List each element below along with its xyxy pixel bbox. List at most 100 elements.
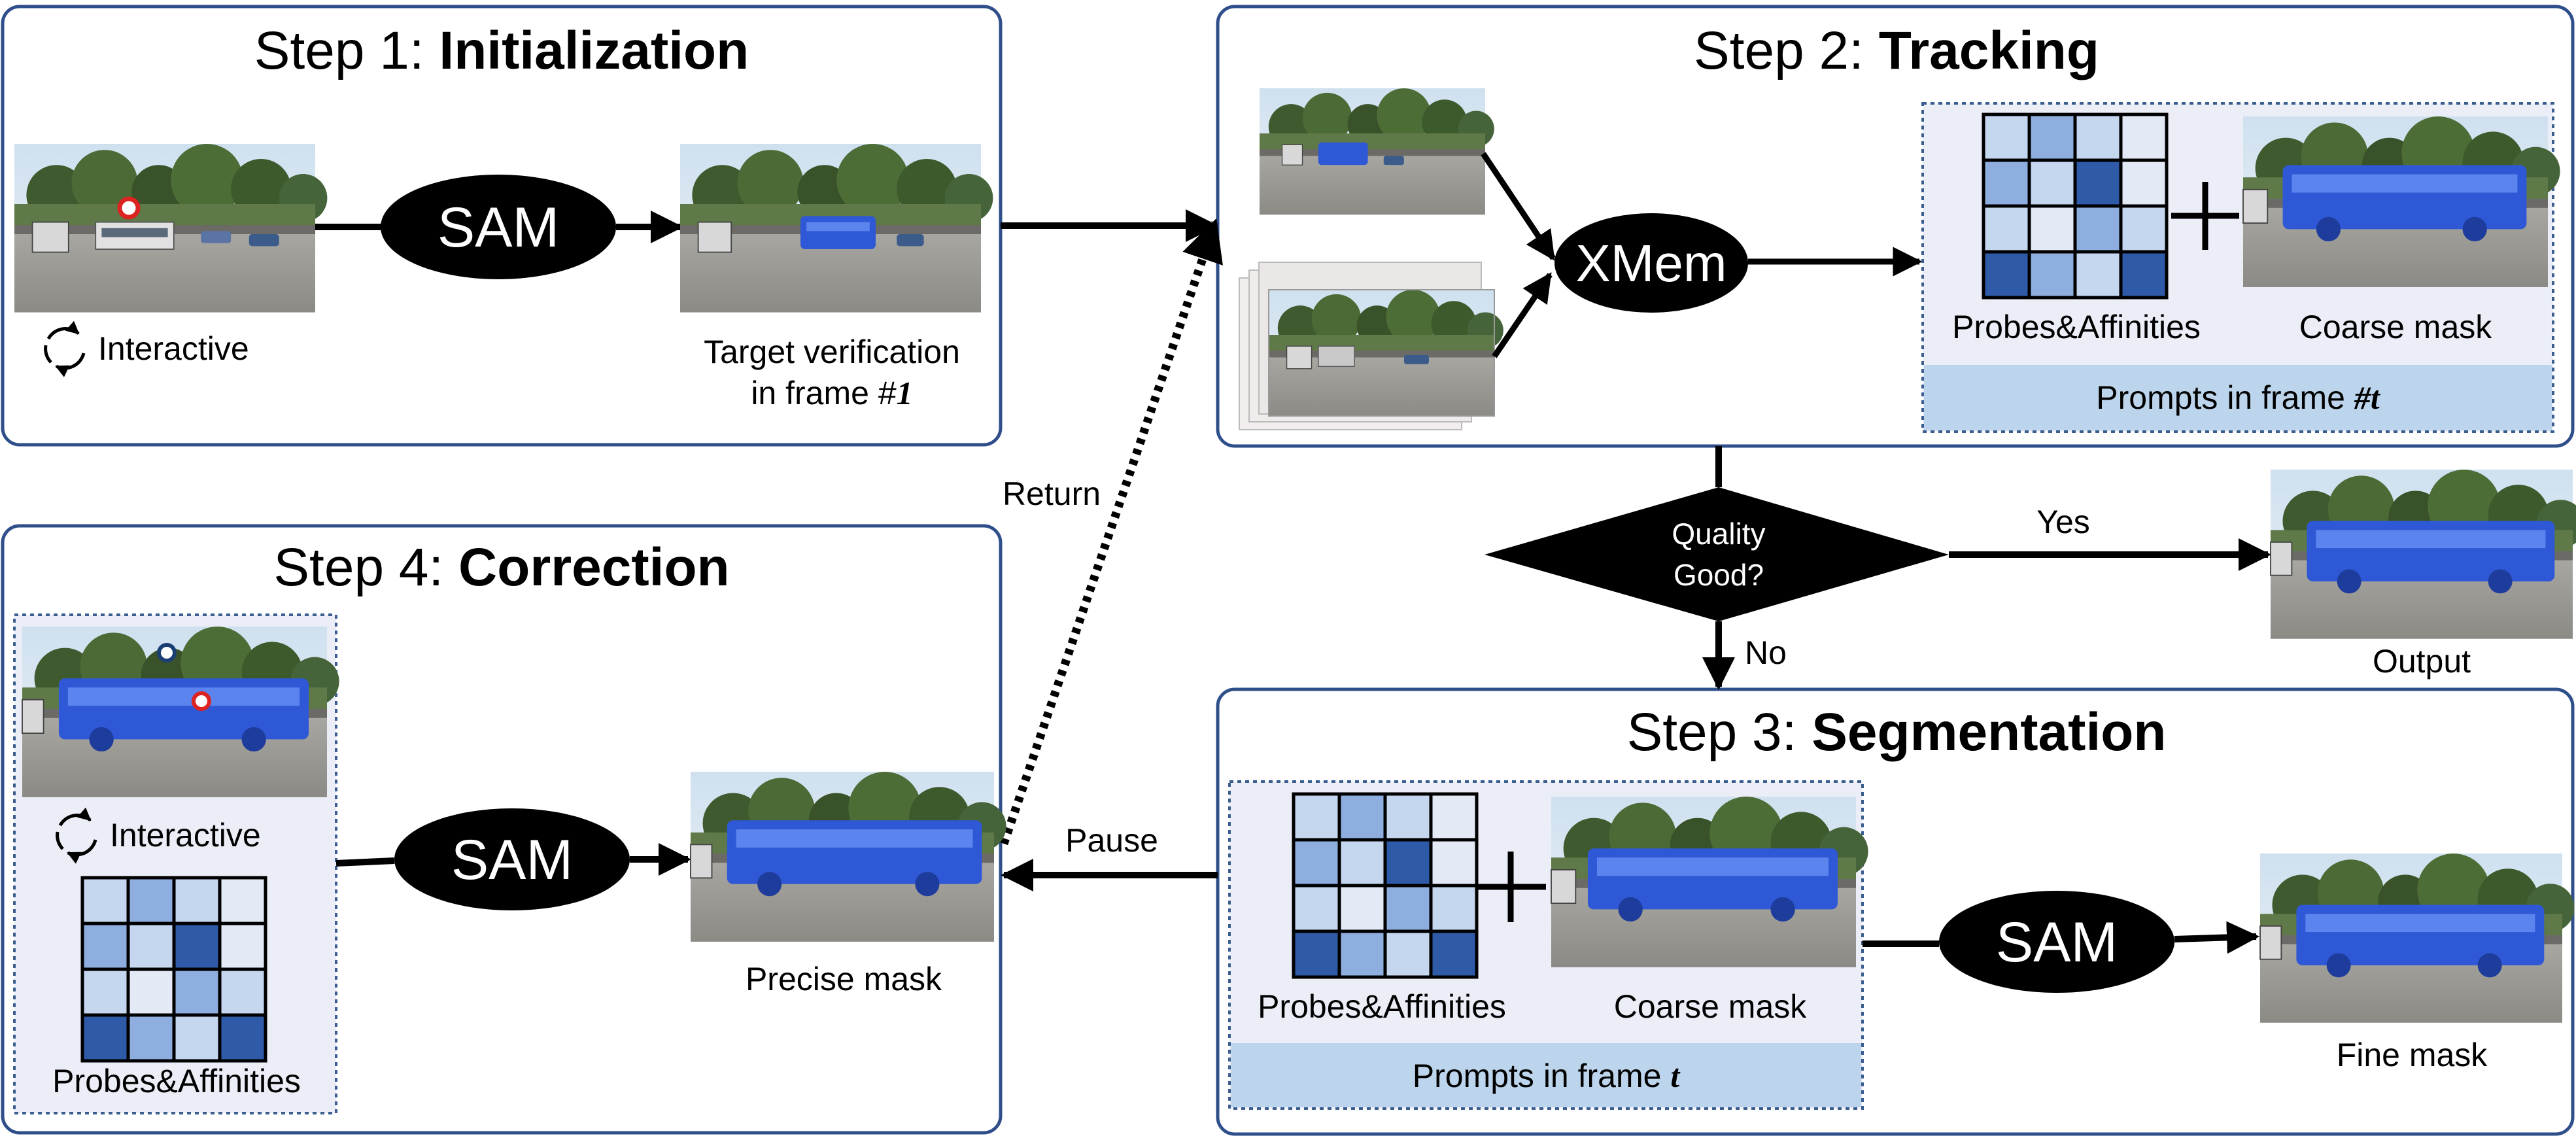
return-label: Return xyxy=(1003,475,1101,512)
affinity-grid-step2 xyxy=(1982,112,2169,300)
interactive-label: Interactive xyxy=(98,330,249,367)
plus-icon-step3 xyxy=(1475,852,1546,922)
quality-decision-node xyxy=(1485,487,1949,621)
probes-label-step2: Probes&Affinities xyxy=(1952,309,2201,345)
sam-label-step4: SAM xyxy=(451,829,573,891)
affinity-cell xyxy=(218,1013,267,1063)
affinity-cell xyxy=(2119,112,2169,162)
arrow-prompts-to-sam-step4 xyxy=(335,857,395,867)
step1-input-frame xyxy=(14,144,328,313)
step1-title: Step 1: Initialization xyxy=(254,21,749,80)
arrow-stack-to-xmem xyxy=(1492,272,1553,358)
affinity-cell xyxy=(126,876,176,925)
coarse-mask-label-step2: Coarse mask xyxy=(2299,309,2493,345)
affinity-cell xyxy=(1383,884,1433,933)
sam-node-step3 xyxy=(1939,891,2174,993)
affinity-cell xyxy=(218,876,267,925)
interactive-label-step4: Interactive xyxy=(110,817,261,854)
affinity-cell xyxy=(1292,884,1341,933)
step4-title: Step 4: Correction xyxy=(273,538,729,597)
sam-label-step3: SAM xyxy=(1996,911,2118,974)
affinity-grid-step3 xyxy=(1292,792,1479,979)
affinity-cell xyxy=(1292,838,1341,888)
arrow-sam-to-fine-mask xyxy=(2174,921,2259,954)
plus-icon-step2 xyxy=(2171,182,2239,250)
coarse-mask-label-step3: Coarse mask xyxy=(1614,988,1808,1025)
affinity-cell xyxy=(2073,158,2123,208)
affinity-cell xyxy=(1429,884,1479,933)
affinity-cell xyxy=(1292,929,1341,979)
affinity-cell xyxy=(1292,792,1341,842)
probes-label-step3: Probes&Affinities xyxy=(1258,988,1506,1025)
no-label: No xyxy=(1745,634,1787,671)
precise-mask-frame xyxy=(690,772,1006,942)
affinity-cell xyxy=(172,1013,222,1063)
affinity-cell xyxy=(2073,250,2123,300)
positive-click-marker xyxy=(192,691,211,711)
prompts-band-step3 xyxy=(1231,1043,1861,1107)
previous-frame xyxy=(1260,88,1494,215)
affinity-cell xyxy=(1982,250,2031,300)
affinity-cell xyxy=(1337,929,1387,979)
prompts-band-step2 xyxy=(1924,365,2552,430)
affinity-cell xyxy=(172,876,222,925)
affinity-cell xyxy=(80,967,130,1017)
affinity-cell xyxy=(2027,204,2077,254)
affinity-cell xyxy=(126,967,176,1017)
yes-label: Yes xyxy=(2036,504,2090,540)
affinity-cell xyxy=(2119,250,2169,300)
precise-mask-label: Precise mask xyxy=(746,961,942,997)
affinity-cell xyxy=(172,922,222,971)
refresh-icon xyxy=(44,320,86,377)
affinity-grid-step4 xyxy=(80,876,267,1063)
affinity-cell xyxy=(1337,884,1387,933)
affinity-cell xyxy=(80,1013,130,1063)
pause-label: Pause xyxy=(1065,822,1158,859)
fine-mask-label: Fine mask xyxy=(2337,1037,2488,1073)
output-label: Output xyxy=(2373,643,2471,680)
affinity-cell xyxy=(2027,250,2077,300)
affinity-cell xyxy=(80,922,130,971)
sam-node-step4 xyxy=(394,808,630,910)
negative-click-marker xyxy=(157,643,177,663)
affinity-cell xyxy=(1429,792,1479,842)
affinity-cell xyxy=(2119,158,2169,208)
affinity-cell xyxy=(218,967,267,1017)
affinity-cell xyxy=(218,922,267,971)
affinity-cell xyxy=(1982,112,2031,162)
affinity-cell xyxy=(2073,112,2123,162)
step3-title: Step 3: Segmentation xyxy=(1627,702,2167,762)
verification-frame xyxy=(680,144,993,313)
refresh-icon-step4 xyxy=(56,807,97,864)
affinity-cell xyxy=(1383,838,1433,888)
sam-label-step1: SAM xyxy=(438,196,559,259)
sam-node-step1 xyxy=(381,175,616,279)
fine-mask-frame xyxy=(2259,854,2575,1023)
prompts-frame-label-step3: Prompts in frame t xyxy=(1413,1058,1681,1094)
arrow-prev-to-xmem xyxy=(1481,152,1556,261)
affinity-cell xyxy=(2027,112,2077,162)
affinity-cell xyxy=(1429,929,1479,979)
step2-title: Step 2: Tracking xyxy=(1694,21,2099,80)
affinity-cell xyxy=(2119,204,2169,254)
coarse-mask-frame-step2 xyxy=(2242,116,2560,287)
arrow-return xyxy=(999,218,1223,846)
affinity-cell xyxy=(1337,838,1387,888)
prompts-frame-label-step2: Prompts in frame #t xyxy=(2096,379,2381,416)
target-verification-label: Target verification xyxy=(704,334,960,370)
affinity-cell xyxy=(1337,792,1387,842)
affinity-cell xyxy=(1982,158,2031,208)
affinity-cell xyxy=(1383,792,1433,842)
affinity-cell xyxy=(1429,838,1479,888)
affinity-cell xyxy=(2027,158,2077,208)
affinity-cell xyxy=(2073,204,2123,254)
decision-label-line2: Good? xyxy=(1674,558,1764,592)
affinity-cell xyxy=(80,876,130,925)
affinity-cell xyxy=(172,967,222,1017)
xmem-label: XMem xyxy=(1575,234,1726,292)
output-frame xyxy=(2270,470,2576,639)
affinity-cell xyxy=(1982,204,2031,254)
affinity-cell xyxy=(1383,929,1433,979)
frame-stack xyxy=(1239,262,1503,430)
decision-label-line1: Quality xyxy=(1672,517,1765,551)
